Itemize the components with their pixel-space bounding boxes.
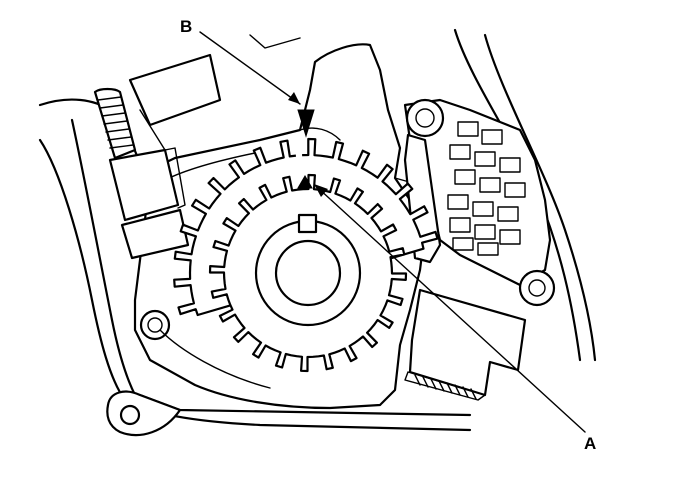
crankshaft-key [297, 213, 318, 234]
timing-marks [297, 109, 315, 189]
harness-ribs [97, 96, 134, 149]
mounting-ear [106, 390, 182, 437]
leader-lines [199, 31, 586, 433]
crankshaft-hub [254, 219, 362, 327]
callout-a: A [584, 434, 596, 453]
timing-gear [208, 173, 408, 373]
callout-b: B [180, 17, 192, 36]
lower-block [404, 288, 527, 401]
wire-harness [93, 87, 190, 260]
mark-a-triangle [297, 175, 313, 189]
lower-block-hatch [414, 374, 477, 400]
crankshaft-bore [274, 239, 342, 307]
tensioner-bracket [403, 98, 556, 307]
bracket-grid [447, 121, 526, 256]
mark-b-pointer [297, 109, 315, 138]
upper-left-part [128, 53, 222, 151]
